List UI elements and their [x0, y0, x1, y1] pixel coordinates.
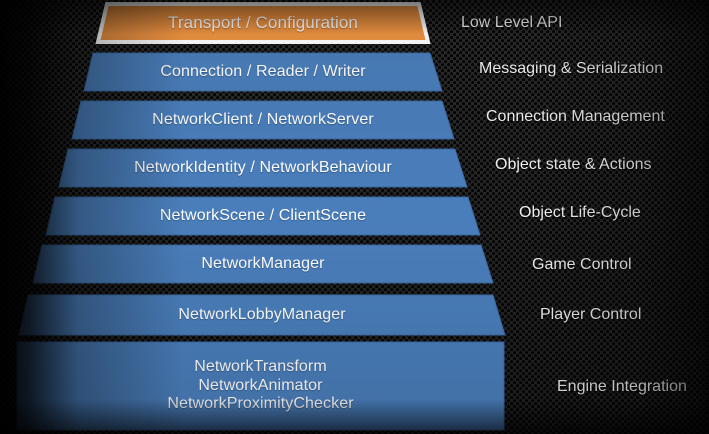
layer-band-shape — [16, 341, 505, 431]
layer-band-shape — [58, 148, 468, 188]
layer-band-shape — [71, 100, 455, 140]
side-label-game-control: Game Control — [532, 256, 632, 273]
layer-band-networkidentity-networkbehaviour[interactable]: NetworkIdentity / NetworkBehaviour — [58, 148, 468, 188]
trapezoid — [18, 294, 506, 336]
layer-band-networkscene-clientscene[interactable]: NetworkScene / ClientScene — [45, 196, 481, 236]
trapezoid — [45, 196, 481, 236]
layer-band-networklobbymanager[interactable]: NetworkLobbyManager — [18, 294, 506, 336]
trapezoid-highlight — [95, 2, 431, 44]
side-label-connection-management: Connection Management — [486, 108, 665, 125]
layer-band-transport-configuration[interactable]: Transport / Configuration — [95, 2, 431, 44]
rectangle — [16, 341, 505, 431]
side-label-messaging-serialization: Messaging & Serialization — [479, 60, 664, 77]
side-label-object-life-cycle: Object Life-Cycle — [519, 204, 641, 221]
trapezoid — [71, 100, 455, 140]
layer-band-shape — [18, 294, 506, 336]
layer-band-connection-reader-writer[interactable]: Connection / Reader / Writer — [83, 52, 443, 92]
trapezoid — [83, 52, 443, 92]
layer-band-networkclient-networkserver[interactable]: NetworkClient / NetworkServer — [71, 100, 455, 140]
layer-band-shape — [95, 2, 431, 44]
trapezoid — [58, 148, 468, 188]
side-label-low-level-api: Low Level API — [461, 14, 563, 31]
trapezoid — [32, 244, 494, 284]
layer-band-shape — [83, 52, 443, 92]
side-label-player-control: Player Control — [540, 306, 642, 323]
layer-band-engine-integration-components[interactable]: NetworkTransform NetworkAnimator Network… — [16, 341, 505, 431]
layer-band-networkmanager[interactable]: NetworkManager — [32, 244, 494, 284]
layer-band-shape — [45, 196, 481, 236]
layer-band-shape — [32, 244, 494, 284]
side-label-object-state-actions: Object state & Actions — [495, 156, 652, 173]
side-label-engine-integration: Engine Integration — [557, 378, 687, 395]
